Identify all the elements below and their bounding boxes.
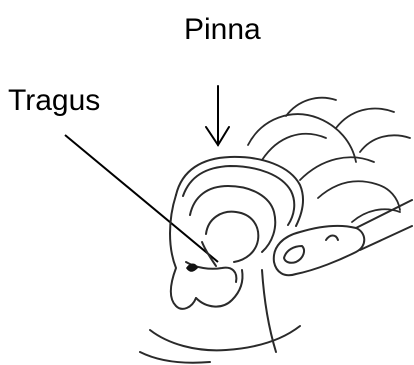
tragus-pointer-line xyxy=(65,135,218,262)
pinna-arrow xyxy=(206,86,229,145)
hair-strands xyxy=(248,98,410,222)
ear-outline xyxy=(140,157,303,363)
tragus-shadow xyxy=(186,264,198,272)
